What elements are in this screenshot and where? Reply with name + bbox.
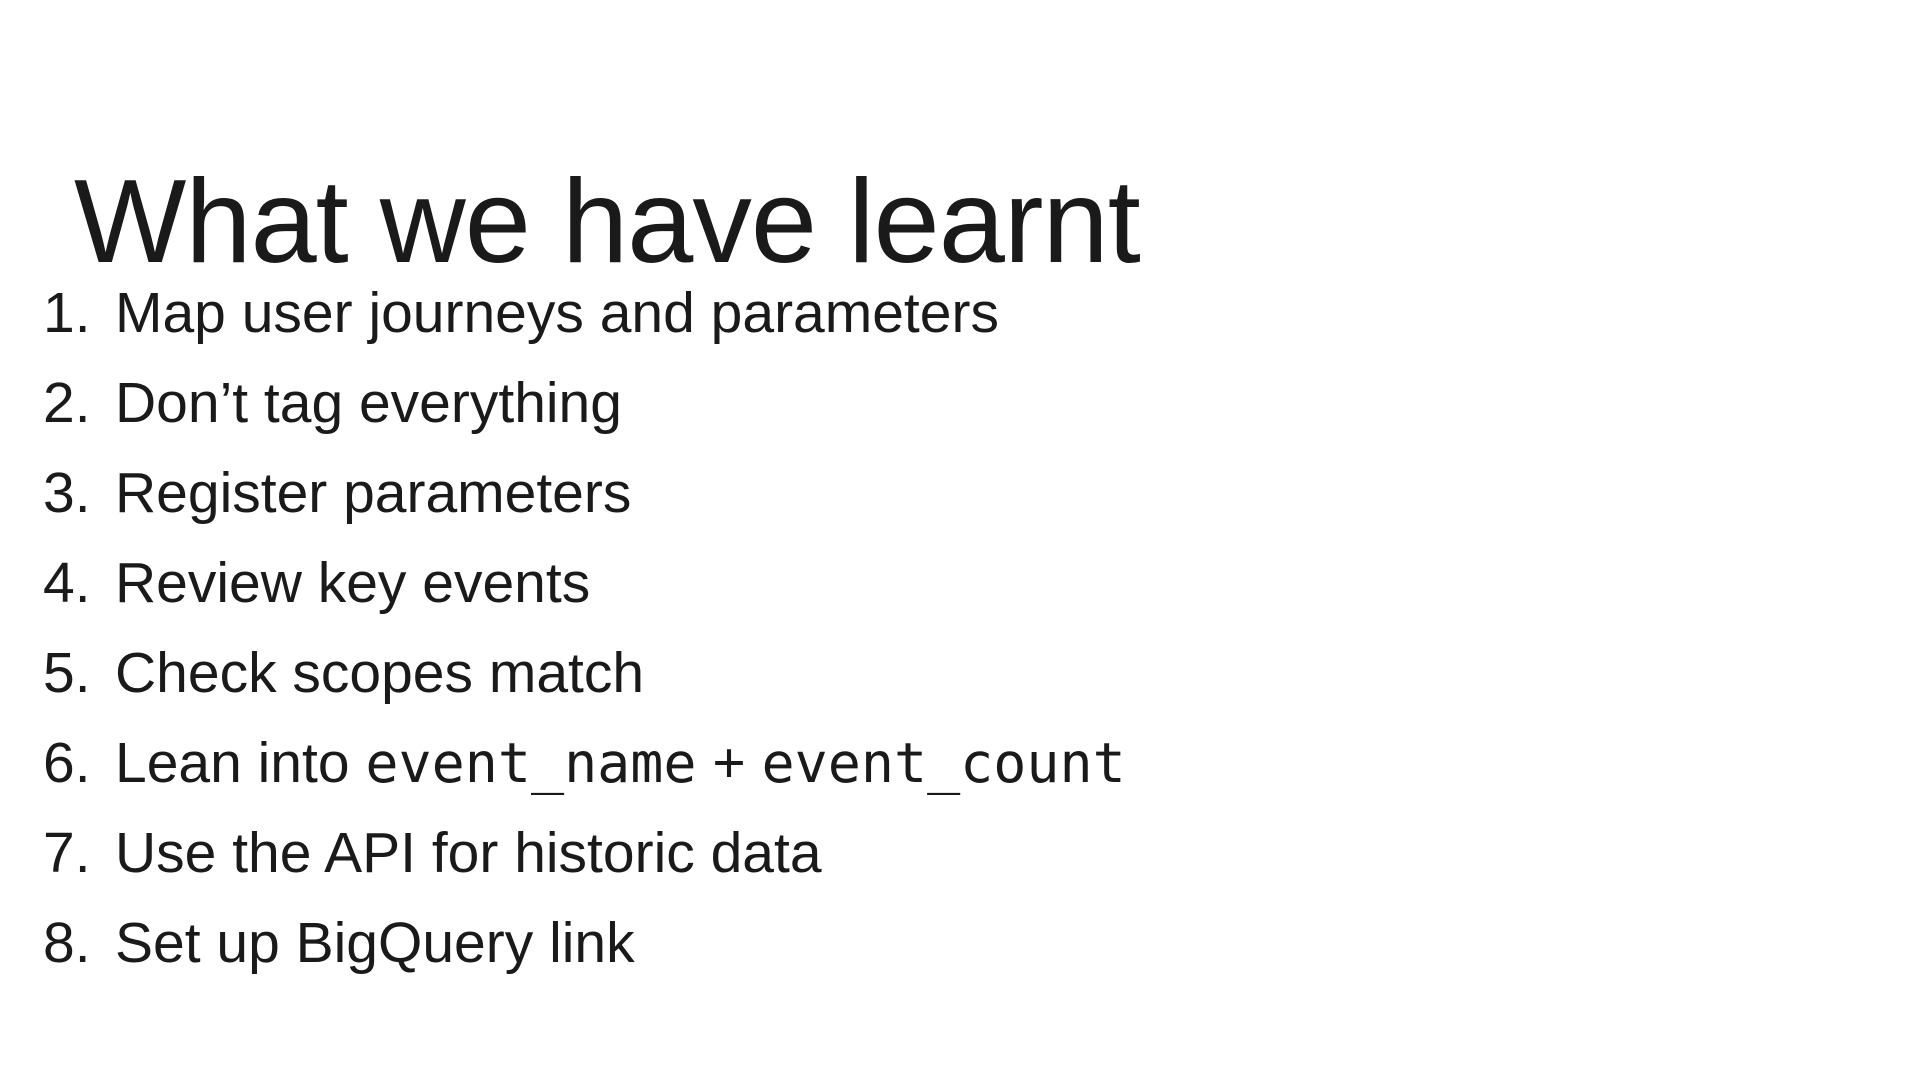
list-item-text: Register parameters: [115, 448, 631, 538]
list-item-text: Map user journeys and parameters: [115, 268, 999, 358]
list-item: 4. Review key events: [43, 538, 1126, 628]
list-item-number: 8.: [43, 911, 91, 975]
text-segment: Review key events: [115, 551, 591, 615]
code-text: event_count: [761, 731, 1126, 795]
list-item: 8. Set up BigQuery link: [43, 898, 1126, 988]
list-item: 5. Check scopes match: [43, 628, 1126, 718]
list-item-number: 3.: [43, 461, 91, 525]
code-text: event_name: [365, 731, 697, 795]
list-item: 2. Don’t tag everything: [43, 358, 1126, 448]
list-item-text: Check scopes match: [115, 628, 644, 718]
text-segment: Don’t tag everything: [115, 371, 622, 435]
text-segment: +: [696, 731, 762, 795]
list-item-number: 7.: [43, 821, 91, 885]
list-item-number: 5.: [43, 641, 91, 705]
list-item-text: Don’t tag everything: [115, 358, 622, 448]
slide-title: What we have learnt: [74, 154, 1141, 288]
list-item-number: 2.: [43, 371, 91, 435]
list-item: 3. Register parameters: [43, 448, 1126, 538]
list-item-text: Review key events: [115, 538, 590, 628]
text-segment: Map user journeys and parameters: [115, 281, 999, 345]
text-segment: Use the API for historic data: [115, 821, 822, 885]
list-item: 7. Use the API for historic data: [43, 808, 1126, 898]
list-item: 6. Lean into event_name + event_count: [43, 718, 1126, 808]
text-segment: Lean into: [115, 731, 366, 795]
text-segment: Check scopes match: [115, 641, 645, 705]
list-item-number: 1.: [43, 281, 91, 345]
list-item-number: 4.: [43, 551, 91, 615]
learnings-list: 1. Map user journeys and parameters 2. Don’…: [43, 268, 1126, 988]
list-item-text: Use the API for historic data: [115, 808, 822, 898]
text-segment: Register parameters: [115, 461, 632, 525]
list-item-text: Lean into event_name + event_count: [115, 718, 1126, 808]
text-segment: Set up BigQuery link: [115, 911, 635, 975]
list-item: 1. Map user journeys and parameters: [43, 268, 1126, 358]
list-item-number: 6.: [43, 731, 91, 795]
list-item-text: Set up BigQuery link: [115, 898, 635, 988]
